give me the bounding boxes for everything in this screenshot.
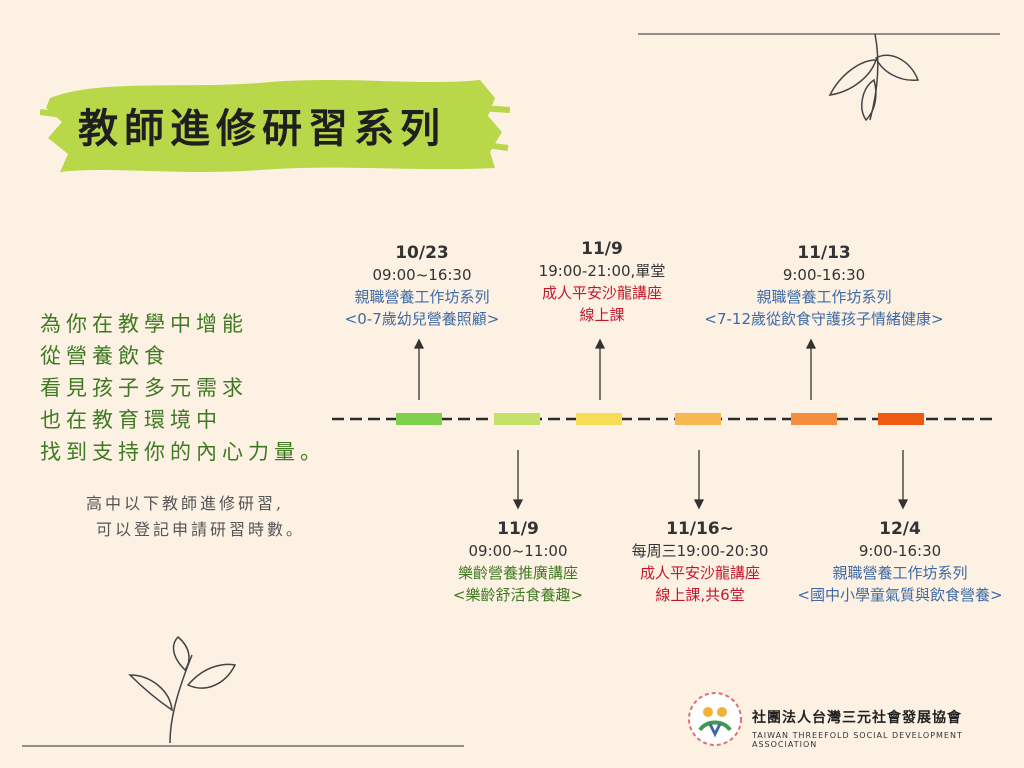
page-title: 教師進修研習系列 <box>78 105 446 152</box>
timeline-segment-2 <box>494 413 540 425</box>
event-subtitle: <樂齡舒活食養趣> <box>452 586 584 604</box>
event-time: 9:00-16:30 <box>782 266 866 284</box>
event-time: 09:00~11:00 <box>468 542 568 560</box>
event-title: 親職營養工作坊系列 <box>832 564 968 582</box>
intro-line-1: 為你在教學中增能 <box>40 312 248 336</box>
event-time: 9:00-16:30 <box>858 542 942 560</box>
event-title: 樂齡營養推廣講座 <box>457 564 579 582</box>
timeline-segment-3 <box>576 413 622 425</box>
event-subtitle: <7-12歲從飲食守護孩子情緒健康> <box>704 310 944 328</box>
timeline-segment-1 <box>396 413 442 425</box>
event-date: 11/9 <box>581 239 623 259</box>
organization-logo-icon <box>688 692 742 746</box>
intro-line-2: 從營養飲食 <box>40 344 170 368</box>
timeline-segment-6 <box>878 413 924 425</box>
event-top-2: 11/9 19:00-21:00,單堂 成人平安沙龍講座 線上課 <box>539 238 666 326</box>
organization-name: 社團法人台灣三元社會發展協會 <box>752 710 962 726</box>
note-line-2: 可以登記申請研習時數。 <box>96 520 306 539</box>
event-title: 成人平安沙龍講座 <box>639 564 760 582</box>
event-bottom-3: 12/4 9:00-16:30 親職營養工作坊系列 <國中小學童氣質與飲食營養> <box>797 518 1002 606</box>
event-date: 11/9 <box>497 519 539 539</box>
event-date: 11/16~ <box>666 519 734 539</box>
event-top-1: 10/23 09:00~16:30 親職營養工作坊系列 <0-7歲幼兒營養照顧> <box>345 242 500 330</box>
event-bottom-1: 11/9 09:00~11:00 樂齡營養推廣講座 <樂齡舒活食養趣> <box>453 518 583 606</box>
event-date: 11/13 <box>797 243 851 263</box>
event-title: 成人平安沙龍講座 <box>541 284 663 302</box>
event-top-3: 11/13 9:00-16:30 親職營養工作坊系列 <7-12歲從飲食守護孩子… <box>704 242 943 330</box>
intro-line-3: 看見孩子多元需求 <box>40 376 248 400</box>
intro-line-4: 也在教育環境中 <box>40 408 222 432</box>
event-time: 19:00-21:00,單堂 <box>538 262 666 280</box>
note-line-1: 高中以下教師進修研習, <box>86 494 285 513</box>
organization-english-name: TAIWAN THREEFOLD SOCIAL DEVELOPMENT ASSO… <box>752 731 963 749</box>
event-subtitle: <0-7歲幼兒營養照顧> <box>344 310 500 328</box>
event-title: 親職營養工作坊系列 <box>354 288 490 306</box>
event-subtitle: 線上課 <box>579 306 625 324</box>
event-subtitle: 線上課,共6堂 <box>655 586 745 604</box>
leaf-decoration-bottom-icon <box>22 635 464 747</box>
title-brush-banner <box>40 80 510 172</box>
event-date: 10/23 <box>395 243 449 263</box>
timeline-segment-4 <box>675 413 721 425</box>
event-date: 12/4 <box>879 519 921 539</box>
timeline-segment-5 <box>791 413 837 425</box>
event-bottom-2: 11/16~ 每周三19:00-20:30 成人平安沙龍講座 線上課,共6堂 <box>632 518 769 606</box>
event-title: 親職營養工作坊系列 <box>756 288 892 306</box>
leaf-decoration-top-icon <box>638 33 1000 122</box>
event-time: 每周三19:00-20:30 <box>631 542 769 560</box>
event-time: 09:00~16:30 <box>372 266 472 284</box>
event-subtitle: <國中小學童氣質與飲食營養> <box>797 586 1003 604</box>
intro-line-5: 找到支持你的內心力量。 <box>40 440 326 464</box>
